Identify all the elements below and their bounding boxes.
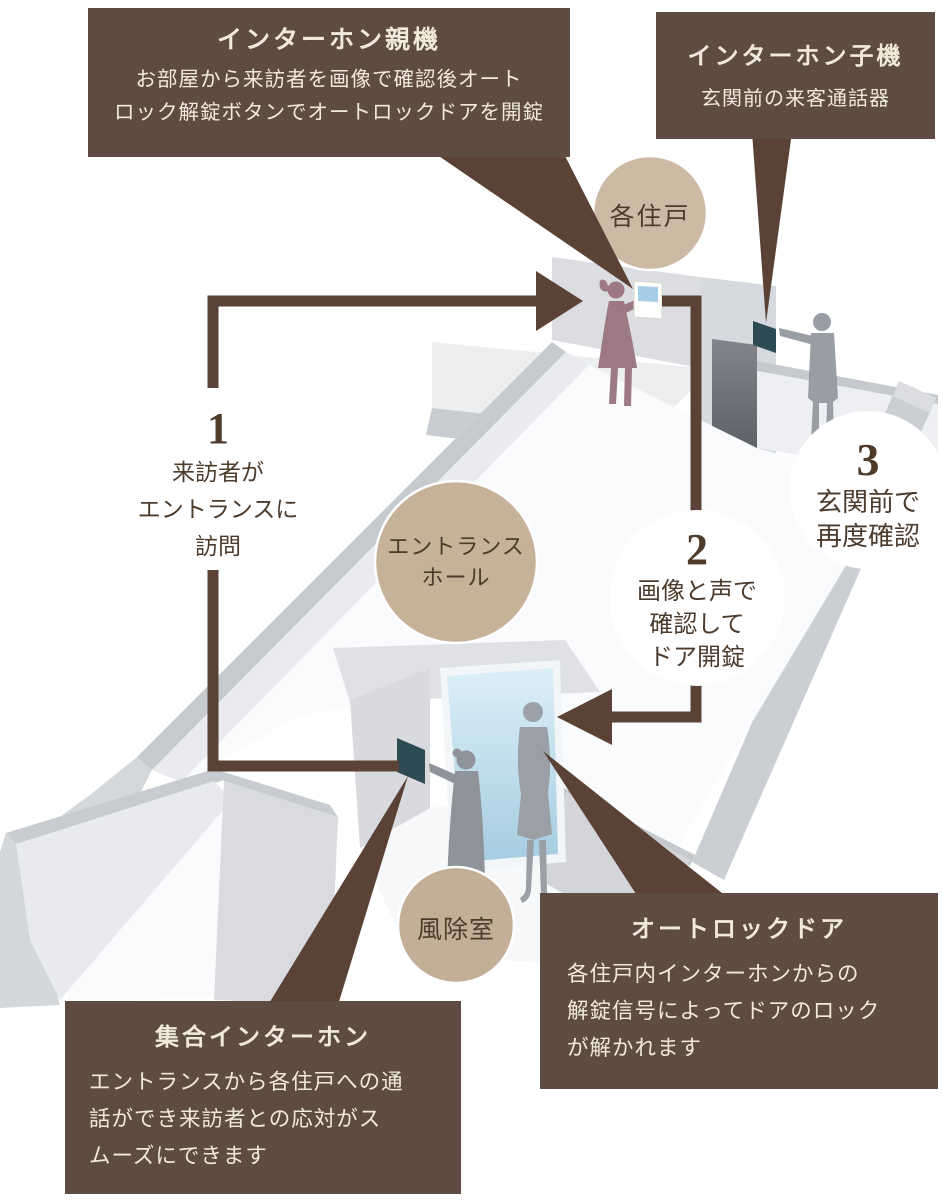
step1-label: 1 来訪者が エントランスに 訪問 [116,404,320,565]
collective-intercom-body-line: エントランスから各住戸への通 [89,1070,404,1094]
parent-unit-pointer [430,150,633,289]
step1-line: 来訪者が [172,460,264,485]
step2-number: 2 [686,525,708,574]
callout-pointers [268,132,792,1005]
intercom-child-panel [753,321,776,353]
collective-intercom-body-line: 話ができ来訪者との応対がス [89,1107,382,1131]
resident-figure-at-door [779,313,838,440]
windbreak-label: 風除室 [416,917,495,944]
collective-intercom-body-line: ムーズにできます [89,1144,268,1168]
entrance-hall-label-circle [373,479,539,645]
windbreak-label-circle [396,865,516,985]
parent-unit-body-line: ロック解錠ボタンでオートロックドアを開錠 [114,102,544,124]
entrance-hall-label-line: ホール [421,565,491,590]
step1-number: 1 [207,404,229,453]
step1-connector [207,295,536,772]
step1-line: 訪問 [195,534,241,559]
autolock-door-body-line: 各住戸内インターホンからの [567,962,860,986]
child-unit-pointer [752,132,792,323]
autolock-door-pointer [543,751,727,897]
step3-label: 3 玄関前で 再度確認 [786,434,942,554]
step3-number: 3 [856,434,880,485]
step2-arrowhead [557,689,612,745]
step2-line: 確認して [649,612,745,638]
step1-arrowhead [536,271,583,331]
parent-unit-body-line: お部屋から来訪者を画像で確認後オート [135,69,523,91]
step2-circle [609,510,785,686]
step3-line: 再度確認 [815,522,920,551]
step3-line: 玄関前で [815,488,920,517]
child-unit-title: インターホン子機 [687,44,904,70]
building-walls [0,257,938,1008]
collective-intercom-pointer [268,776,408,1005]
autolock-door-body-line: 解錠信号によってドアのロック [567,999,881,1023]
parent-unit-callout: インターホン親機 お部屋から来訪者を画像で確認後オート ロック解錠ボタンでオート… [88,8,570,157]
parent-unit-title: インターホン親機 [216,27,441,54]
collective-intercom-callout: 集合インターホン エントランスから各住戸への通 話ができ来訪者との応対がス ムー… [65,1001,461,1194]
autolock-door-body-line: が解かれます [567,1036,703,1060]
step1-line: エントランスに [137,497,299,522]
autolock-door-title: オートロックドア [631,917,847,943]
intercom-parent-device [633,280,663,320]
resident-figure [598,279,642,406]
entrance-hall-label-line: エントランス [387,534,525,559]
step2-connector [612,295,702,723]
residence-label: 各住戸 [609,204,691,231]
autolock-door-callout: オートロックドア 各住戸内インターホンからの 解錠信号によってドアのロック が解… [540,893,938,1089]
child-unit-body: 玄関前の来客通話器 [701,88,890,110]
step2-label: 2 画像と声で 確認して ドア開錠 [610,524,784,675]
step2-line: 画像と声で [637,579,757,605]
collective-intercom-title: 集合インターホン [155,1025,371,1051]
step3-circle [789,411,942,569]
collective-intercom-panel [397,738,425,784]
visitor-figure-standing [517,702,553,906]
step2-line: ドア開錠 [649,645,745,671]
child-unit-callout: インターホン子機 玄関前の来客通話器 [656,12,935,139]
